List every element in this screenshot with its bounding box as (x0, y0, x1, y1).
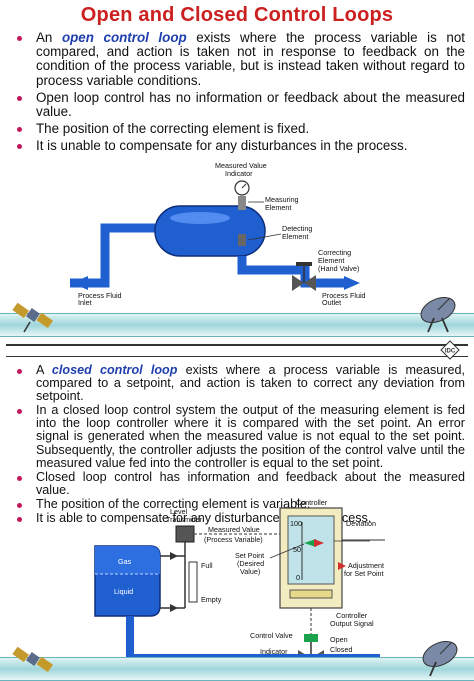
valve-actuator (304, 634, 318, 642)
label-desired: (Desired (237, 559, 264, 568)
gauge-needle (241, 183, 247, 189)
valve-left (292, 275, 304, 291)
inlet-arrow-icon (72, 276, 88, 290)
label-measuring-element: Element (265, 203, 291, 212)
decorative-band-bottom (0, 657, 474, 681)
satellite-icon-bottom (12, 646, 54, 673)
label-outlet-2: Outlet (322, 298, 341, 307)
label-hand-valve: (Hand Valve) (318, 264, 359, 273)
list-item: A closed control loop exists where a pro… (8, 363, 465, 403)
measured-pointer-icon (314, 539, 324, 547)
hand-valve-icon (296, 262, 312, 266)
decorative-band (0, 313, 474, 337)
label-adjustment: Adjustment (348, 561, 384, 570)
bullet-icon (17, 144, 22, 150)
bullet-icon (17, 517, 22, 523)
label-empty: Empty (201, 595, 222, 604)
list-item: Closed loop control has information and … (8, 470, 465, 497)
level-transmitter (175, 525, 195, 543)
inlet-pipe (70, 223, 155, 288)
bullet-icon (17, 127, 22, 133)
label-detecting: Detecting (282, 224, 312, 233)
outlet-pipe (237, 256, 350, 288)
detecting-element (238, 234, 246, 246)
bullet-icon (17, 369, 22, 374)
tap-valve-low (170, 604, 178, 612)
label-inlet: Process Fluid (78, 291, 122, 300)
measuring-element (238, 196, 246, 210)
label-level: Level (170, 507, 188, 516)
bullet-icon (17, 95, 22, 101)
label-indicator: Indicator (260, 647, 288, 656)
label-correcting: Correcting (318, 248, 351, 257)
label-inlet-2: Inlet (78, 298, 92, 307)
label-scale-0: 0 (296, 573, 300, 582)
label-open: Open (330, 635, 348, 644)
vessel-highlight (170, 212, 230, 224)
label-outlet: Process Fluid (322, 291, 366, 300)
controller-face (287, 515, 335, 585)
label-correcting-element: Element (318, 256, 344, 265)
label-scale-50: 50 (293, 545, 301, 554)
label-gas: Gas (118, 557, 132, 566)
adjust-arrow-icon (338, 562, 346, 570)
label-full: Full (201, 561, 213, 570)
list-item: An open control loop exists where the pr… (8, 30, 465, 88)
label-transmitter: Transmitter (166, 515, 203, 524)
outlet-arrow-icon (344, 276, 360, 290)
satellite-dish-icon-bottom (422, 640, 458, 677)
label-output-signal: Output Signal (330, 619, 374, 628)
label-setpoint: Set Point (235, 551, 264, 560)
label-for-setpoint: for Set Point (344, 569, 384, 578)
satellite-dish-icon (420, 296, 456, 333)
gas-region (95, 546, 160, 574)
controller-strip (289, 589, 333, 599)
label-measured-value: Measured Value (215, 161, 267, 170)
label-closed: Closed (330, 645, 352, 654)
bullet-icon (17, 36, 22, 41)
label-value: Value) (240, 567, 260, 576)
section-divider (6, 344, 468, 357)
valve-right (304, 275, 316, 291)
list-item: In a closed loop control system the outp… (8, 404, 465, 469)
logo-text: IDC (445, 349, 456, 355)
label-measured-value: Measured Value (208, 525, 260, 534)
label-deviation: Deviation (346, 519, 376, 528)
setpoint-leader (269, 543, 305, 559)
tap-valve-up (170, 552, 178, 560)
bullet-icon (17, 409, 22, 415)
open-loop-term: open control loop (61, 30, 187, 45)
idc-logo-icon: IDC (440, 340, 460, 360)
list-item: Open loop control has no information or … (8, 90, 465, 119)
leader-detecting (247, 233, 282, 241)
label-controller: Controller (296, 498, 328, 507)
label-detecting-element: Element (282, 232, 308, 241)
bullet-icon (17, 475, 22, 481)
sight-glass (188, 561, 198, 603)
setpoint-pointer-icon (304, 539, 316, 547)
label-liquid: Liquid (114, 587, 133, 596)
list-item: The position of the correcting element i… (8, 497, 465, 511)
bullet-icon (17, 502, 22, 508)
label-control-valve: Control Valve (250, 631, 293, 640)
closed-loop-diagram: Gas Liquid Full Empty Level Transmitter … (94, 498, 385, 666)
open-loop-diagram: Measured Value Indicator Measuring Eleme… (70, 161, 366, 307)
open-loop-bullets: An open control loop exists where the pr… (8, 30, 465, 157)
label-process-variable: (Process Variable) (204, 535, 263, 544)
label-indicator: Indicator (225, 169, 253, 178)
page-title: Open and Closed Control Loops (80, 4, 394, 26)
label-output: Controller (336, 611, 368, 620)
list-item: The position of the correcting element i… (8, 122, 465, 136)
label-scale-100: 100 (290, 519, 302, 528)
label-measuring: Measuring (265, 195, 299, 204)
closed-loop-term: closed control loop (51, 363, 178, 377)
list-item: It is unable to compensate for any distu… (8, 139, 465, 153)
satellite-icon (12, 302, 54, 333)
